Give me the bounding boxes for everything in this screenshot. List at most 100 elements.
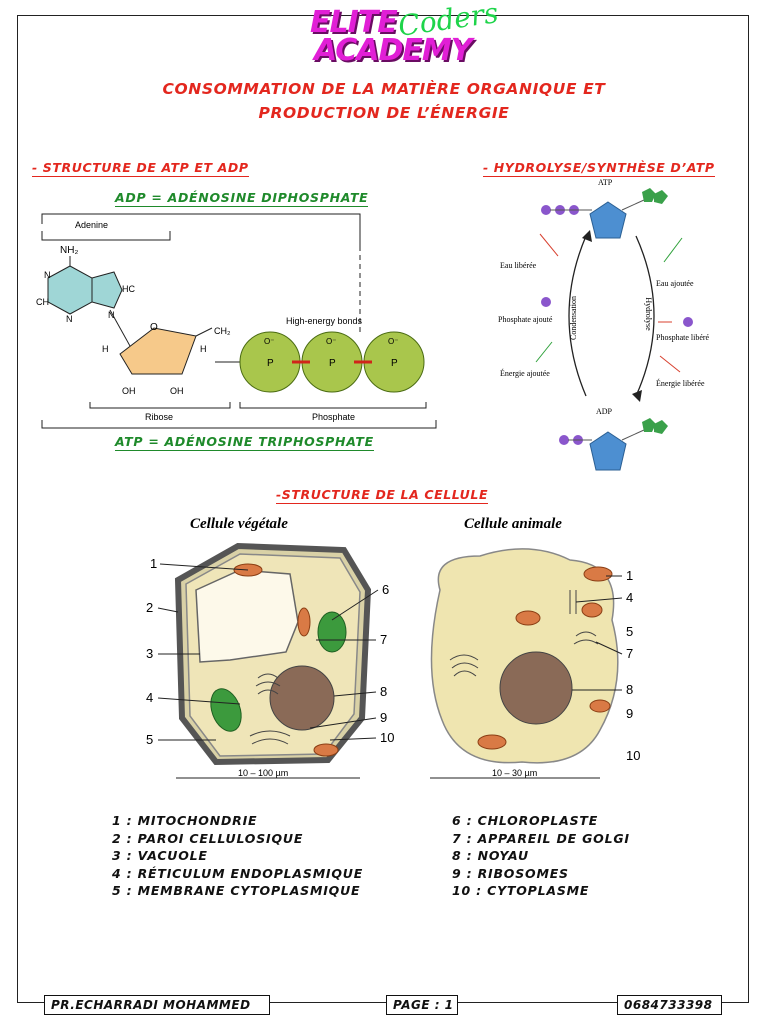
hydrolysis-heading: - HYDROLYSE/SYNTHÈSE D’ATP [483,160,715,177]
atom-ch2: CH₂ [214,326,231,336]
animal-label-1: 1 [626,568,633,583]
atom-h-2: H [200,344,207,354]
adp-phosphate-1 [559,435,569,445]
legend-item-2: 2 : PAROI CELLULOSIQUE [112,830,304,846]
plant-label-9: 9 [380,710,387,725]
high-energy-label: High-energy bonds [286,316,363,326]
cycle-atp-label: ATP [598,178,613,187]
hydrolysis-arrow [635,235,655,397]
legend-item-10: 10 : CYTOPLASME [452,883,590,898]
plant-label-3: 3 [146,646,153,661]
adenine-label: Adenine [75,220,108,230]
plant-label-10: 10 [380,730,394,745]
legend-item-1: 1 : MITOCHONDRIE [112,813,258,828]
animal-label-5: 5 [626,624,633,639]
plant-label-5: 5 [146,732,153,747]
plant-nucleus [269,665,335,731]
energie-ajoutee-arrow [535,341,553,363]
plant-chloroplast-1 [317,611,347,653]
eau-liberee-label: Eau libérée [500,261,537,270]
legend-item-8: 8 : NOYAU [452,848,529,863]
animal-label-8: 8 [626,682,633,697]
animal-label-7: 7 [626,646,633,661]
plant-label-2: 2 [146,600,153,615]
atom-ch: CH [36,297,49,307]
adp-adenine-a [642,418,656,432]
phosphorus-3: P [391,358,398,369]
animal-mitochondrion-2 [515,610,541,626]
plant-chloroplast-2 [210,688,242,732]
phosphate-added-dot [541,297,551,307]
logo-elite-text: ELITE [310,5,398,40]
atp-ribose [589,201,627,239]
cycle-adp-label: ADP [596,407,613,416]
page-title-line1: CONSOMMATION DE LA MATIÈRE ORGANIQUE ET [162,80,606,98]
atp-label: ATP = ADÉNOSINE TRIPHOSPHATE [115,434,374,451]
adp-adenine-b [654,420,668,434]
atom-oh-1: OH [122,386,136,396]
page-title-line2: PRODUCTION DE L’ÉNERGIE [258,104,510,122]
energie-liberee-arrow [659,355,681,373]
legend-item-9: 9 : RIBOSOMES [452,865,569,881]
animal-cell-title: Cellule animale [464,516,562,532]
animal-golgi-2 [573,631,599,645]
animal-mitochondrion-5 [589,699,611,713]
animal-label-9: 9 [626,706,633,721]
animal-label-10: 10 [626,748,640,763]
logo-academy-text: ACADEMY [314,33,473,68]
atom-oh-2: OH [170,386,184,396]
plant-golgi [255,673,281,695]
animal-mitochondrion-4 [477,734,507,750]
plant-label-8: 8 [380,684,387,699]
adenine-ring [47,265,93,315]
plant-label-7: 7 [380,632,387,647]
footer-phone: 0684733398 [617,995,722,1015]
atom-n: N [44,270,51,280]
animal-golgi [449,654,479,677]
legend-item-6: 6 : CHLOROPLASTE [452,813,599,828]
condensation-arrow [568,235,587,397]
animal-label-4: 4 [626,590,633,605]
ribose-oxygen: O [150,322,158,333]
phosphate-ajoute-label: Phosphate ajouté [498,315,553,324]
legend-item-7: 7 : APPAREIL DE GOLGI [452,830,630,846]
phosphate-released-dot [683,317,693,327]
animal-mitochondrion-3 [581,602,603,618]
adp-label: ADP = ADÉNOSINE DIPHOSPHATE [115,190,369,207]
legend-left: 1 : MITOCHONDRIE 2 : PAROI CELLULOSIQUE … [112,812,363,900]
hydrolyse-label: Hydrolyse [644,297,653,331]
plant-label-1: 1 [150,556,157,571]
plant-scale-label: 10 – 100 µm [238,768,288,778]
ribose-ring [119,327,197,375]
animal-scale-label: 10 – 30 µm [492,768,537,778]
atom-hc: HC [122,284,135,294]
ribose-label: Ribose [145,412,173,422]
atp-molecule-diagram: Adenine NH₂ N CH HC N N O H H OH OH CH₂ … [36,213,437,429]
oxygen-minus-1: O⁻ [264,337,274,346]
phosphorus-1: P [267,358,274,369]
imidazole-ring [91,271,123,309]
plant-er [249,730,291,745]
oxygen-minus-2: O⁻ [326,337,336,346]
atp-adenine-a [642,188,656,202]
atp-adenine-b [654,190,668,204]
energie-ajoutee-label: Énergie ajoutée [500,368,550,378]
atom-n-3: N [108,310,115,320]
phosphate-libere-label: Phosphate libéré [656,333,710,342]
legend-item-5: 5 : MEMBRANE CYTOPLASMIQUE [112,883,361,898]
footer-author: PR.ECHARRADI MOHAMMED [44,995,270,1015]
atom-h-1: H [102,344,109,354]
oxygen-minus-3: O⁻ [388,337,398,346]
legend-item-4: 4 : RÉTICULUM ENDOPLASMIQUE [112,865,364,881]
phosphate-label: Phosphate [312,412,355,422]
plant-vacuole [195,569,299,663]
legend-right: 6 : CHLOROPLASTE 7 : APPAREIL DE GOLGI 8… [452,812,630,900]
footer-page: PAGE : 1 [386,995,458,1015]
atp-hydrolysis-cycle: ATP Condensation Hydrolyse Eau libérée P… [498,178,710,471]
eau-ajoutee-label: Eau ajoutée [656,279,694,288]
plant-mitochondrion-2 [297,607,311,637]
cell-structure-heading: -STRUCTURE DE LA CELLULE [276,487,489,504]
animal-nucleus [499,651,573,725]
plant-mitochondrion-3 [313,743,339,757]
energie-liberee-label: Énergie libérée [656,378,705,388]
